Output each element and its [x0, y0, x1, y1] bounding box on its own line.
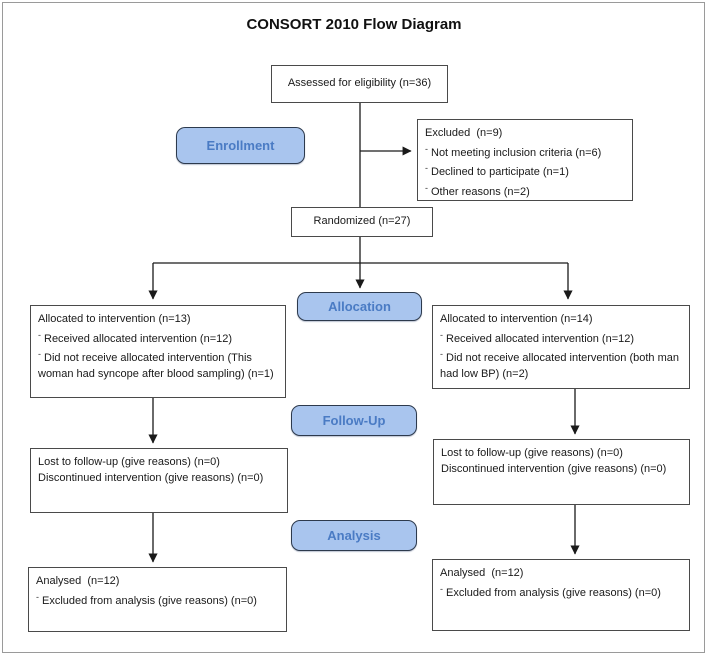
excluded-item: -Not meeting inclusion criteria (n=6) — [425, 143, 602, 159]
stage-label-enrollment-text: Enrollment — [206, 138, 275, 153]
dash-bullet: - — [36, 591, 39, 602]
dash-bullet: - — [440, 583, 443, 594]
analysed-left-title: Analysed (n=12) — [36, 575, 120, 587]
stage-label-followup-text: Follow-Up — [322, 413, 386, 428]
stage-label-analysis-text: Analysis — [327, 528, 381, 543]
allocated-left-box: Allocated to intervention (n=13) -Receiv… — [30, 305, 286, 398]
allocated-left-title: Allocated to intervention (n=13) — [38, 313, 191, 325]
assessed-text: Assessed for eligibility (n=36) — [287, 77, 432, 90]
excluded-box: Excluded (n=9) -Not meeting inclusion cr… — [417, 119, 633, 201]
allocated-right-item: -Received allocated intervention (n=12) — [440, 329, 635, 345]
analysed-right-item: -Excluded from analysis (give reasons) (… — [440, 583, 661, 599]
allocated-left-item: -Did not receive allocated intervention … — [38, 349, 274, 380]
excluded-title: Excluded (n=9) — [425, 127, 503, 139]
followup-right-box: Lost to follow-up (give reasons) (n=0) D… — [433, 439, 690, 505]
allocated-right-box: Allocated to intervention (n=14) -Receiv… — [432, 305, 690, 389]
followup-left-line: Lost to follow-up (give reasons) (n=0) — [38, 456, 220, 468]
dash-bullet: - — [425, 182, 428, 193]
dash-bullet: - — [38, 329, 41, 340]
followup-right-line: Discontinued intervention (give reasons)… — [441, 462, 667, 475]
stage-label-allocation-text: Allocation — [328, 299, 391, 314]
followup-right-line: Lost to follow-up (give reasons) (n=0) — [441, 447, 623, 459]
dash-bullet: - — [440, 329, 443, 340]
allocated-left-item: -Received allocated intervention (n=12) — [38, 329, 233, 345]
stage-label-allocation: Allocation — [297, 292, 422, 321]
stage-label-followup: Follow-Up — [291, 405, 417, 436]
diagram-title: CONSORT 2010 Flow Diagram — [246, 16, 462, 33]
allocated-right-title: Allocated to intervention (n=14) — [440, 313, 593, 325]
analysed-right-box: Analysed (n=12) -Excluded from analysis … — [432, 559, 690, 631]
stage-label-analysis: Analysis — [291, 520, 417, 551]
analysed-left-box: Analysed (n=12) -Excluded from analysis … — [28, 567, 287, 632]
dash-bullet: - — [440, 349, 443, 359]
followup-left-box: Lost to follow-up (give reasons) (n=0) D… — [30, 448, 288, 513]
excluded-item: -Other reasons (n=2) — [425, 182, 530, 198]
analysed-right-title: Analysed (n=12) — [440, 567, 524, 579]
excluded-item: -Declined to participate (n=1) — [425, 163, 569, 178]
allocated-right-item: -Did not receive allocated intervention … — [440, 349, 683, 380]
analysed-left-item: -Excluded from analysis (give reasons) (… — [36, 591, 257, 607]
dash-bullet: - — [38, 349, 41, 359]
assessed-box: Assessed for eligibility (n=36) — [271, 65, 448, 103]
randomized-text: Randomized (n=27) — [313, 215, 411, 228]
stage-label-enrollment: Enrollment — [176, 127, 305, 164]
randomized-box: Randomized (n=27) — [291, 207, 433, 237]
dash-bullet: - — [425, 163, 428, 173]
followup-left-line: Discontinued intervention (give reasons)… — [38, 471, 264, 484]
dash-bullet: - — [425, 143, 428, 154]
